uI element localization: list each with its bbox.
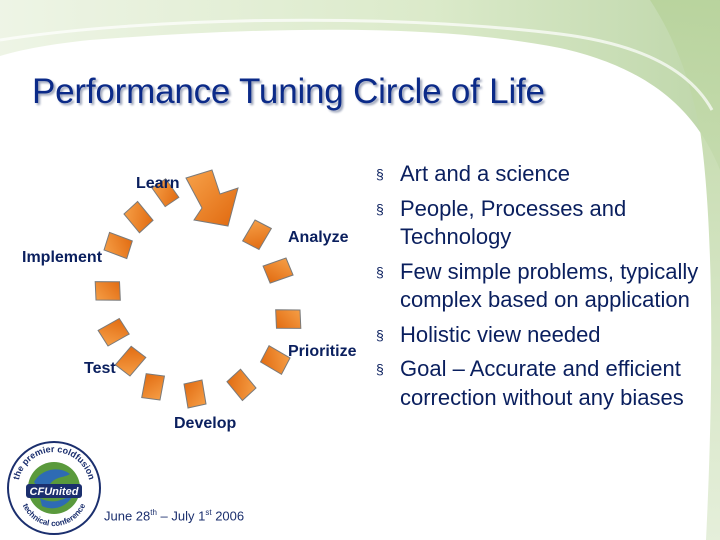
bullet-marker-icon: § <box>376 326 384 343</box>
stage-label-implement: Implement <box>22 249 103 266</box>
cycle-segment <box>275 309 302 329</box>
bullet-marker-icon: § <box>376 166 384 182</box>
cycle-segment <box>103 231 133 260</box>
cfunited-logo: the premier coldfusion technical confere… <box>7 441 101 535</box>
stage-label-develop: Develop <box>174 415 237 432</box>
cycle-diagram: Learn Analyze Prioritize Develop Test Im… <box>0 150 380 450</box>
cycle-segment <box>185 169 239 227</box>
footer-date: June 28th – July 1st 2006 <box>104 508 245 524</box>
cycle-segment <box>151 178 180 208</box>
stage-label-prioritize: Prioritize <box>288 343 357 360</box>
bullet-item: §Art and a science <box>376 160 716 189</box>
cycle-arrows <box>94 169 302 409</box>
cycle-segment <box>183 379 207 409</box>
cycle-segment <box>141 373 166 401</box>
cycle-segment <box>226 368 257 402</box>
cycle-segment <box>94 281 121 301</box>
slide-title: Performance Tuning Circle of Life <box>32 72 545 111</box>
cycle-segment <box>123 200 154 234</box>
bullet-item: §People, Processes and Technology <box>376 195 627 250</box>
bullet-marker-icon: § <box>376 200 384 217</box>
bullet-marker-icon: § <box>376 263 384 280</box>
stage-label-test: Test <box>84 360 116 377</box>
cycle-segment <box>114 345 147 377</box>
cycle-segment <box>241 219 273 251</box>
bullet-marker-icon: § <box>376 361 384 377</box>
cycle-segment <box>97 317 130 347</box>
stage-label-analyze: Analyze <box>288 229 349 246</box>
bullet-item: §Goal – Accurate and efficient correctio… <box>376 356 684 410</box>
logo-center-text: CFUnited <box>30 486 79 498</box>
stage-label-learn: Learn <box>136 175 180 192</box>
cycle-segment <box>262 257 294 284</box>
bullet-list: §Art and a science §People, Processes an… <box>376 160 716 418</box>
bullet-item: §Few simple problems, typically complex … <box>376 258 699 313</box>
bullet-item: §Holistic view needed <box>376 321 716 350</box>
cycle-segment <box>259 344 291 376</box>
